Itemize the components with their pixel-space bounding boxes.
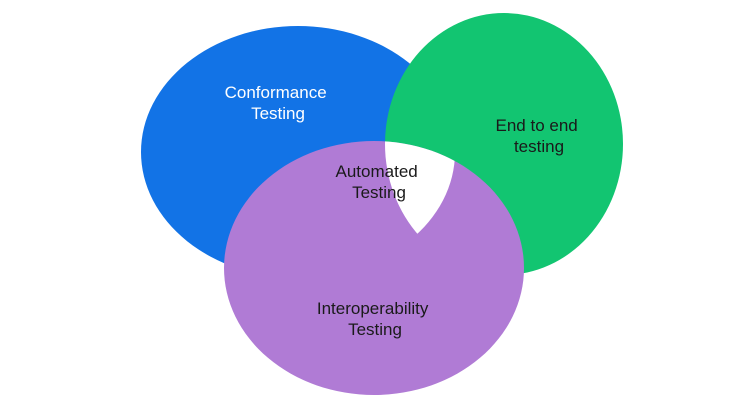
automated-label-line-1: Automated — [336, 162, 418, 181]
interoperability-ellipse — [224, 141, 524, 395]
automated-label-line-2: Testing — [352, 183, 406, 202]
automated-label: Automated Testing — [336, 162, 423, 202]
conformance-label-line-1: Conformance — [225, 83, 327, 102]
interoperability-label-line-1: Interoperability — [317, 299, 429, 318]
interoperability-label-line-2: Testing — [348, 320, 402, 339]
end-to-end-label-line-1: End to end — [496, 116, 578, 135]
conformance-label: Conformance Testing — [225, 83, 332, 123]
end-to-end-label-line-2: testing — [514, 137, 564, 156]
interoperability-label: Interoperability Testing — [317, 299, 433, 339]
end-to-end-label: End to end testing — [496, 116, 583, 156]
conformance-label-line-2: Testing — [251, 104, 305, 123]
